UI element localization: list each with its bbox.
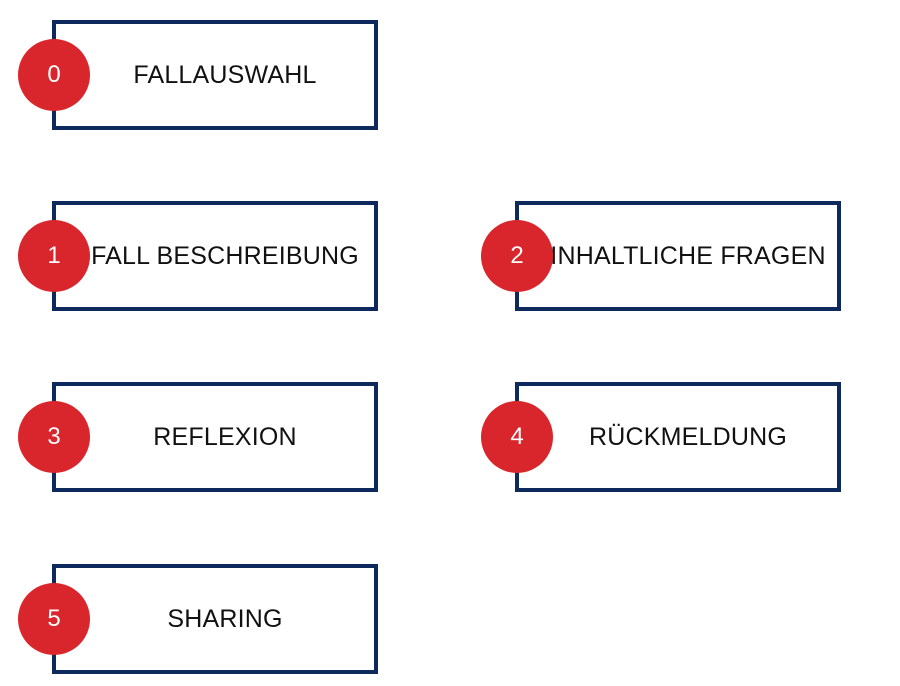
step-number-badge: 2 (481, 220, 553, 292)
step-label: RÜCKMELDUNG (588, 422, 788, 451)
step-inhaltliche-fragen[interactable]: INHALTLICHE FRAGEN 2 (481, 201, 841, 311)
step-number-badge: 3 (18, 401, 90, 473)
step-label: FALLAUSWAHL (133, 60, 317, 89)
step-number-badge: 4 (481, 401, 553, 473)
step-card[interactable]: RÜCKMELDUNG (515, 382, 841, 492)
step-number-badge: 5 (18, 583, 90, 655)
step-card[interactable]: INHALTLICHE FRAGEN (515, 201, 841, 311)
step-label: FALL BESCHREIBUNG (91, 241, 359, 270)
step-fallauswahl[interactable]: FALLAUSWAHL 0 (18, 20, 378, 130)
step-reflexion[interactable]: REFLEXION 3 (18, 382, 378, 492)
step-fall-beschreibung[interactable]: FALL BESCHREIBUNG 1 (18, 201, 378, 311)
step-label: SHARING (167, 604, 283, 633)
step-sharing[interactable]: SHARING 5 (18, 564, 378, 674)
step-label: REFLEXION (153, 422, 297, 451)
step-card[interactable]: FALL BESCHREIBUNG (52, 201, 378, 311)
step-number-badge: 1 (18, 220, 90, 292)
step-card[interactable]: SHARING (52, 564, 378, 674)
step-number-badge: 0 (18, 39, 90, 111)
step-card[interactable]: FALLAUSWAHL (52, 20, 378, 130)
step-rueckmeldung[interactable]: RÜCKMELDUNG 4 (481, 382, 841, 492)
step-card[interactable]: REFLEXION (52, 382, 378, 492)
step-label: INHALTLICHE FRAGEN (550, 241, 826, 270)
